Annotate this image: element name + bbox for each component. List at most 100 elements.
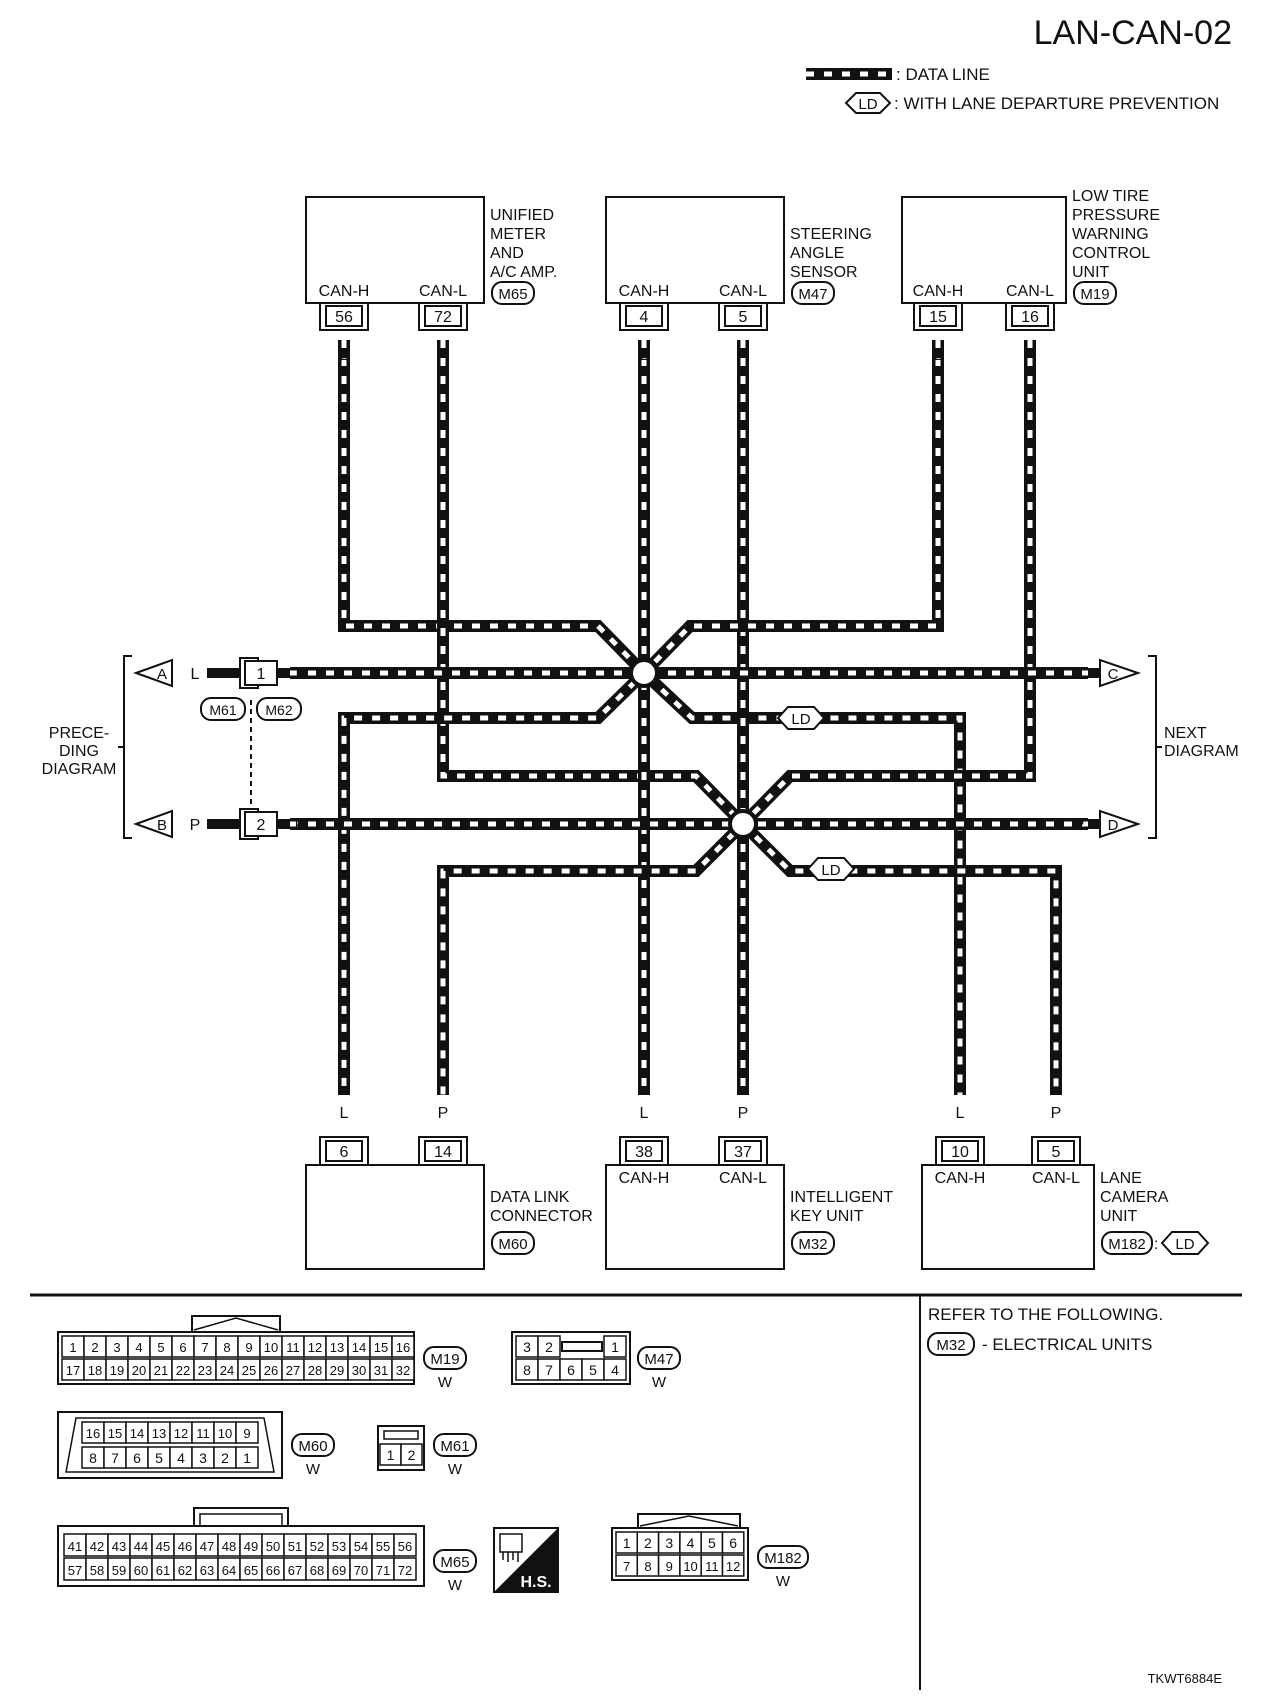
svg-text:M65: M65 [498,286,527,303]
svg-text:52: 52 [310,1539,324,1554]
svg-text:3: 3 [113,1340,120,1355]
svg-text:45: 45 [156,1539,170,1554]
svg-text:M60: M60 [498,1236,527,1253]
svg-text:5: 5 [1052,1144,1061,1161]
svg-text:24: 24 [220,1363,234,1378]
unit-name-line: A/C AMP. [490,264,557,281]
svg-text:14: 14 [434,1144,452,1161]
wire-color-c: L [1075,666,1084,683]
svg-text:42: 42 [90,1539,104,1554]
ld-legend-symbol: LD [844,92,892,114]
svg-text:16: 16 [86,1426,100,1441]
svg-text:2: 2 [257,817,266,834]
svg-text:B: B [157,817,167,834]
wire-color-b: P [190,817,201,834]
svg-text:5: 5 [157,1340,164,1355]
pin-label: CAN-L [719,283,767,300]
pin-label: CAN-L [419,283,467,300]
svg-text:W: W [448,1577,463,1594]
svg-text:4: 4 [611,1362,619,1378]
wire-color: L [934,347,943,364]
next-label-1: NEXT [1164,725,1207,742]
svg-text:W: W [448,1461,463,1478]
svg-text:14: 14 [352,1340,366,1355]
svg-text:LD: LD [821,862,840,879]
joint-connector-1: 1 [207,657,290,689]
wire-color-a: L [191,666,200,683]
svg-text:5: 5 [155,1450,163,1466]
svg-text:32: 32 [396,1363,410,1378]
svg-text:5: 5 [708,1535,716,1551]
terminal-16: 16 [1005,302,1055,331]
unit-name-line: WARNING [1072,226,1149,243]
splice-upper [629,658,659,688]
svg-text:62: 62 [178,1563,192,1578]
next-label-2: DIAGRAM [1164,743,1239,760]
svg-text:15: 15 [374,1340,388,1355]
unit-name-line: STEERING [790,226,872,243]
svg-text:20: 20 [132,1363,146,1378]
joint-color-2: P [295,817,306,834]
pin-label: CAN-H [619,1170,670,1187]
svg-text:66: 66 [266,1563,280,1578]
svg-text:2: 2 [644,1535,652,1551]
svg-text:59: 59 [112,1563,126,1578]
svg-text:12: 12 [308,1340,322,1355]
terminal-6: 6 [319,1136,369,1165]
pin-label: CAN-H [319,283,370,300]
unit-name-line: CONNECTOR [490,1208,593,1225]
svg-text:6: 6 [729,1535,737,1551]
preceding-label-3: DIAGRAM [42,761,117,778]
arrow-d[interactable]: D [1099,809,1142,839]
ld-separator: : [1154,1236,1158,1253]
refer-title: REFER TO THE FOLLOWING. [928,1305,1163,1324]
svg-text:14: 14 [130,1426,144,1441]
svg-text:LD: LD [1175,1236,1194,1253]
wire-color: L [640,347,649,364]
svg-text:M61: M61 [440,1438,469,1455]
svg-text:7: 7 [201,1340,208,1355]
svg-text:8: 8 [644,1559,651,1574]
arrow-c[interactable]: C [1099,658,1142,688]
arrow-a[interactable]: A [133,658,173,688]
connector-label-m32: M32 [791,1231,835,1255]
svg-text:3: 3 [523,1339,531,1355]
unit-name-line: UNIT [1072,264,1110,281]
pin-label: CAN-L [1032,1170,1080,1187]
svg-text:M47: M47 [798,286,827,303]
joint-connector-label-m61: M61 [200,697,246,721]
terminal-5: 5 [1031,1136,1081,1165]
unit-name-line: KEY UNIT [790,1208,864,1225]
svg-text:68: 68 [310,1563,324,1578]
svg-text:25: 25 [242,1363,256,1378]
hs-badge: H.S. [493,1527,559,1593]
svg-text:M61: M61 [209,702,236,718]
svg-text:4: 4 [687,1535,695,1551]
can-wires [290,340,1088,1095]
arrow-b[interactable]: B [133,809,173,839]
svg-text:W: W [776,1573,791,1590]
svg-text:4: 4 [640,309,649,326]
svg-text:41: 41 [68,1539,82,1554]
svg-text:2: 2 [408,1447,416,1463]
unit-name-line: PRESSURE [1072,207,1160,224]
svg-text:43: 43 [112,1539,126,1554]
svg-text:M32: M32 [798,1236,827,1253]
svg-text:64: 64 [222,1563,236,1578]
svg-text:W: W [306,1461,321,1478]
svg-text:M47: M47 [644,1351,673,1368]
pin-label: CAN-H [913,283,964,300]
preceding-label-2: DING [59,743,99,760]
joint-connector-label-m62: M62 [256,697,302,721]
svg-text:7: 7 [545,1362,553,1378]
wire-color: L [340,347,349,364]
legend: : DATA LINE LD : WITH LANE DEPARTURE PRE… [806,65,1219,114]
svg-text:1: 1 [611,1339,619,1355]
